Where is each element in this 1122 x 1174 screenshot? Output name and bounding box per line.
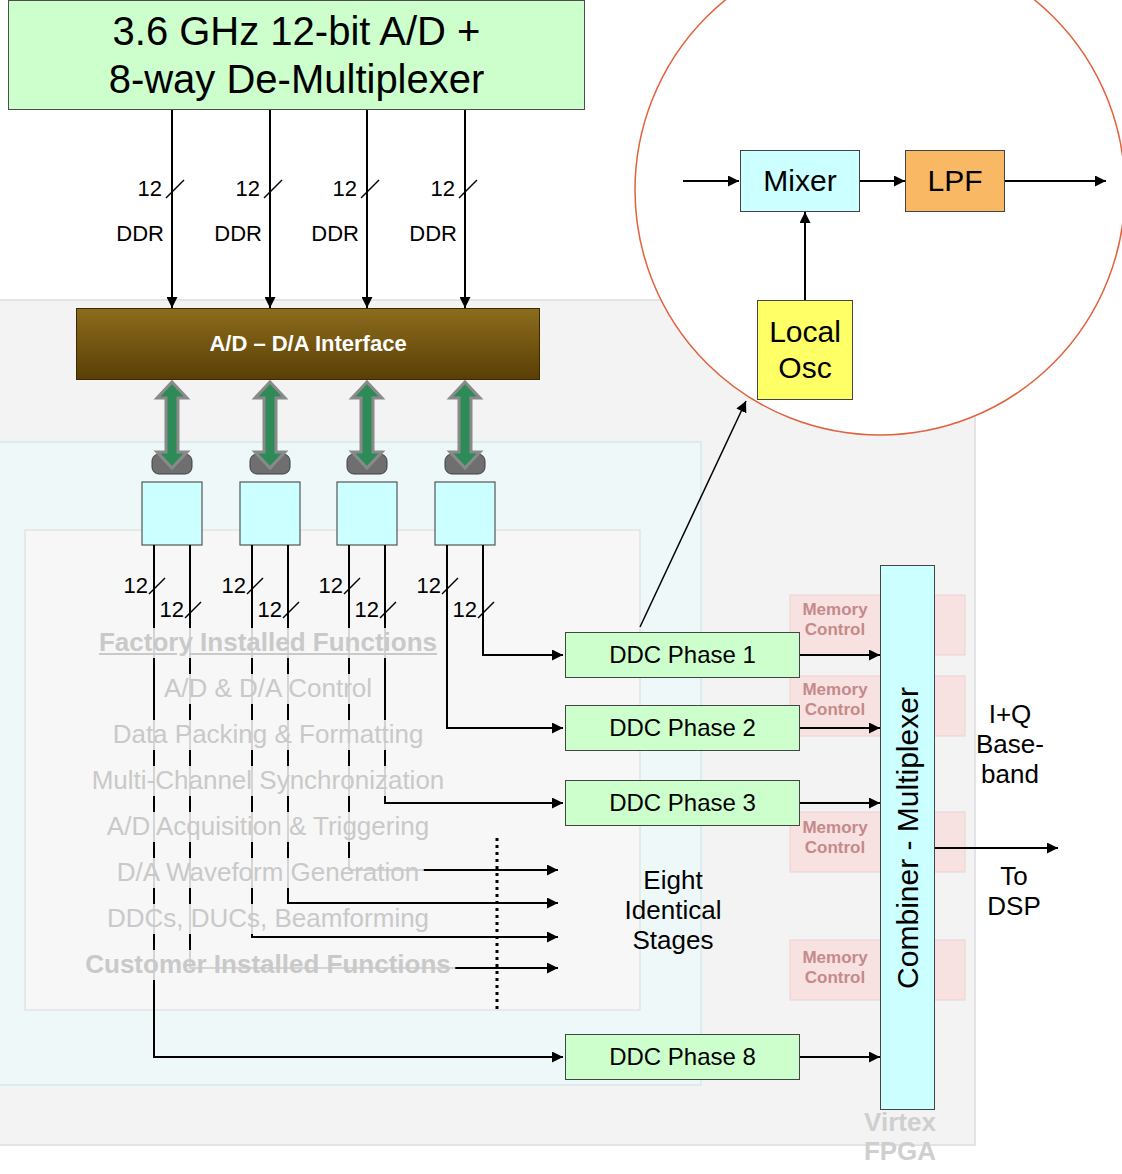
function-list-item: DDCs, DUCs, Beamforming xyxy=(103,904,433,934)
interface-bar: A/D – D/A Interface xyxy=(76,308,540,380)
bus-width-tick xyxy=(247,578,263,594)
bidirectional-bus-arrow xyxy=(352,382,382,468)
signal-arrow xyxy=(800,1056,880,1058)
box-text: DDC Phase 2 xyxy=(609,714,756,743)
bus-width-tick xyxy=(166,180,184,198)
signal-arrow xyxy=(171,110,173,308)
function-list-item: Factory Installed Functions xyxy=(95,628,441,658)
bus-width-label: 12 xyxy=(222,176,260,201)
memory-controller-box xyxy=(790,595,965,655)
output-label: I+Q Base-band xyxy=(962,700,1058,790)
bus-wire xyxy=(483,545,563,655)
bus-width-label: 12 xyxy=(212,573,246,598)
box-text: DDC Phase 8 xyxy=(609,1043,756,1072)
ddc-box: DDC Phase 2 xyxy=(565,705,800,751)
signal-arrow xyxy=(800,727,880,729)
ddc-box: DDC Phase 8 xyxy=(565,1034,800,1080)
bus-width-label: 12 xyxy=(114,573,148,598)
bus-width-label: 12 xyxy=(150,597,184,622)
memory-controller-box xyxy=(790,676,965,736)
bus-width-tick xyxy=(185,602,201,618)
function-list-item: A/D Acquisition & Triggering xyxy=(103,812,433,842)
memory-controller-label: Memory Control xyxy=(792,948,878,987)
memory-controller-box xyxy=(790,940,965,1000)
mixer-box: Mixer xyxy=(740,150,860,212)
destination-label: To DSP xyxy=(972,862,1056,922)
signal-arrow xyxy=(464,110,466,308)
stage-note: Eight Identical Stages xyxy=(603,866,743,956)
mixer-input-arrow xyxy=(683,180,739,182)
function-list-item: A/D & D/A Control xyxy=(160,674,376,704)
memory-controller-label: Memory Control xyxy=(792,600,878,639)
bus-wire xyxy=(447,545,563,728)
lpf-output-arrow xyxy=(1005,180,1106,182)
function-list-item: Data Packing & Formatting xyxy=(109,720,428,750)
memory-controller-label: Memory Control xyxy=(792,818,878,857)
function-list-item: Customer Installed Functions xyxy=(81,950,455,980)
ddc-box: DDC Phase 1 xyxy=(565,632,800,678)
bus-width-tick xyxy=(459,180,477,198)
bus-width-tick xyxy=(283,602,299,618)
stage-ellipsis-dots xyxy=(496,838,499,1012)
callout-leader-line xyxy=(640,401,746,627)
function-list-item: D/A Waveform Generation xyxy=(113,858,424,888)
box-text: Mixer xyxy=(763,163,836,199)
bus-width-tick xyxy=(344,578,360,594)
output-arrow xyxy=(935,847,1058,849)
bus-width-label: 12 xyxy=(407,573,441,598)
signal-label: DDR xyxy=(200,221,262,246)
signal-arrow xyxy=(269,110,271,308)
signal-arrow xyxy=(804,212,806,300)
bus-width-label: 12 xyxy=(345,597,379,622)
bus-width-label: 12 xyxy=(124,176,162,201)
signal-arrow xyxy=(860,180,905,182)
signal-arrow xyxy=(800,654,880,656)
bus-width-tick xyxy=(264,180,282,198)
function-list-item: Multi-Channel Synchronization xyxy=(88,766,449,796)
bus-width-label: 12 xyxy=(417,176,455,201)
bidirectional-bus-arrow xyxy=(450,382,480,468)
box-text: 3.6 GHz 12-bit A/D + 8-way De-Multiplexe… xyxy=(97,7,497,103)
box-text: A/D – D/A Interface xyxy=(209,331,406,357)
signal-label: DDR xyxy=(395,221,457,246)
box-text: DDC Phase 1 xyxy=(609,641,756,670)
channel-block xyxy=(435,482,495,545)
zoom-callout-circle xyxy=(635,0,1122,435)
memory-controller-label: Memory Control xyxy=(792,680,878,719)
bus-width-label: 12 xyxy=(248,597,282,622)
signal-label: DDR xyxy=(297,221,359,246)
memory-controller-box xyxy=(790,812,965,872)
box-text: LPF xyxy=(927,163,982,199)
oscillator-box: Local Osc xyxy=(757,300,853,400)
bidirectional-bus-arrow xyxy=(255,382,285,468)
box-text: Combiner - Multiplexer xyxy=(890,687,926,989)
filter-box: LPF xyxy=(905,150,1005,212)
bus-width-label: 12 xyxy=(319,176,357,201)
bus-wire xyxy=(154,545,563,1057)
ddc-box: DDC Phase 3 xyxy=(565,780,800,826)
bus-width-label: 12 xyxy=(443,597,477,622)
bus-width-tick xyxy=(361,180,379,198)
channel-block xyxy=(337,482,397,545)
signal-arrow xyxy=(366,110,368,308)
bus-width-tick xyxy=(380,602,396,618)
adc-box: 3.6 GHz 12-bit A/D + 8-way De-Multiplexe… xyxy=(8,0,585,110)
channel-block xyxy=(240,482,300,545)
channel-block xyxy=(142,482,202,545)
bus-width-label: 12 xyxy=(309,573,343,598)
bus-width-tick xyxy=(442,578,458,594)
signal-label: DDR xyxy=(102,221,164,246)
bus-wire xyxy=(385,545,563,803)
box-text: DDC Phase 3 xyxy=(609,789,756,818)
function-list-panel xyxy=(25,530,640,1010)
bidirectional-bus-arrow xyxy=(157,382,187,468)
signal-arrow xyxy=(800,802,880,804)
user-block-panel xyxy=(0,442,701,1085)
bus-width-tick xyxy=(149,578,165,594)
fpga-label: Virtex FPGA xyxy=(830,1108,970,1165)
bus-width-tick xyxy=(478,602,494,618)
box-text: Local Osc xyxy=(765,314,845,386)
combiner-box: Combiner - Multiplexer xyxy=(880,565,935,1110)
